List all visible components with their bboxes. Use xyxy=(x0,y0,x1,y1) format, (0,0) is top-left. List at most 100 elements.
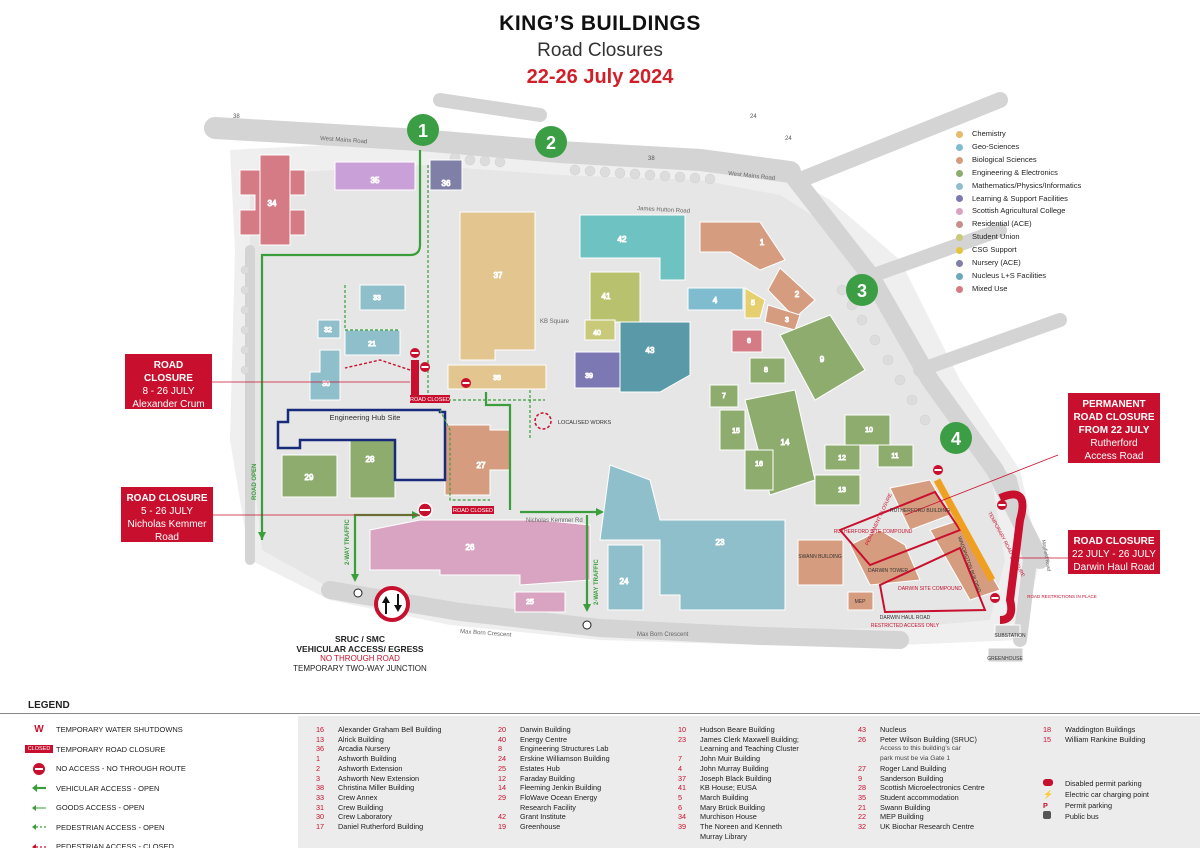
building-34[interactable]: 34 xyxy=(239,154,306,246)
svg-text:2-WAY TRAFFIC: 2-WAY TRAFFIC xyxy=(345,519,351,565)
building-name: Alrick Building xyxy=(338,734,384,744)
building-9[interactable]: 9 xyxy=(779,314,866,401)
svg-text:29: 29 xyxy=(305,473,314,482)
building-number: 6 xyxy=(678,802,683,812)
water-shutdown-icon: W xyxy=(34,724,44,736)
category-swatch-icon xyxy=(956,285,963,293)
building-29[interactable]: 29 xyxy=(281,454,338,498)
building-name: Ashworth Extension xyxy=(338,763,403,773)
building-26[interactable]: 26 xyxy=(369,519,591,586)
building-1[interactable]: 1 xyxy=(699,221,786,271)
building-number: 25 xyxy=(498,763,507,773)
building-40[interactable]: 40 xyxy=(584,319,616,341)
building-index-item: 13 Alrick Building xyxy=(316,735,441,745)
svg-text:GREENHOUSE: GREENHOUSE xyxy=(987,656,1023,662)
marker-2[interactable]: 2 xyxy=(535,126,567,158)
darwin-haul-closure[interactable] xyxy=(998,490,1027,624)
darwin-compound[interactable] xyxy=(878,546,987,614)
building-21[interactable]: 21 xyxy=(344,329,401,356)
svg-text:40: 40 xyxy=(593,330,601,337)
building-7[interactable]: 7 xyxy=(709,384,739,408)
building-number: 8 xyxy=(498,744,503,754)
building-35[interactable]: 35 xyxy=(334,161,416,191)
sruc-gate-icon[interactable] xyxy=(353,588,363,598)
building-28[interactable]: 28 xyxy=(349,439,396,499)
marker-4[interactable]: 4 xyxy=(940,422,972,454)
building-name: Hudson Beare Building xyxy=(700,725,775,734)
permit-parking-icon: P xyxy=(1043,801,1048,810)
campus-map[interactable]: 34 35 36 37 42 1 2 3 4 5 41 40 43 39 38 … xyxy=(0,0,1200,700)
building-name: March Building xyxy=(700,792,749,802)
building-39[interactable]: 39 xyxy=(574,351,621,389)
rutherford-compound[interactable] xyxy=(838,490,962,567)
building-15[interactable]: 15 xyxy=(719,409,746,451)
building-25[interactable]: 25 xyxy=(514,591,566,613)
building-8[interactable]: 8 xyxy=(749,357,786,384)
building-mep[interactable] xyxy=(847,591,874,611)
building-name: Murchison House xyxy=(700,812,757,822)
legend-key: PEDESTRIAN ACCESS - CLOSED xyxy=(22,837,292,848)
category-item: Mathematics/Physics/Informatics xyxy=(956,180,1081,193)
building-33[interactable]: 33 xyxy=(359,284,406,311)
svg-text:43: 43 xyxy=(646,346,655,355)
rutherford-access-closure[interactable] xyxy=(933,478,996,582)
building-23[interactable]: 23 xyxy=(599,464,786,611)
building-36[interactable]: 36 xyxy=(429,159,463,191)
building-13[interactable]: 13 xyxy=(814,474,861,506)
building-name: Sanderson Building xyxy=(880,773,944,783)
building-37[interactable]: 37 xyxy=(459,211,536,361)
building-substation[interactable] xyxy=(994,624,1021,638)
marker-3[interactable]: 3 xyxy=(846,274,878,306)
marker-1[interactable]: 1 xyxy=(407,114,439,146)
engineering-hub-outline[interactable] xyxy=(276,408,447,482)
building-5[interactable]: 5 xyxy=(744,287,766,319)
pedestrian-closed-arrow-icon xyxy=(22,841,56,848)
building-10[interactable]: 10 xyxy=(844,414,891,446)
building-16[interactable]: 16 xyxy=(744,449,774,491)
gate-icon[interactable] xyxy=(582,620,592,630)
svg-text:15: 15 xyxy=(732,428,740,435)
building-name: Fleeming Jenkin Building xyxy=(520,783,602,793)
building-12[interactable]: 12 xyxy=(824,444,861,471)
svg-text:36: 36 xyxy=(442,179,451,188)
localised-works-icon[interactable] xyxy=(534,412,552,430)
building-42[interactable]: 42 xyxy=(579,214,686,281)
svg-text:Mayfield Road: Mayfield Road xyxy=(1040,539,1051,572)
building-swann[interactable] xyxy=(797,539,844,586)
no-entry-icon xyxy=(997,500,1007,510)
vehicle-routes xyxy=(260,150,600,610)
building-number xyxy=(498,803,520,813)
page-subtitle: Road Closures xyxy=(537,40,663,61)
building-number: 21 xyxy=(858,802,867,812)
building-name: Nucleus xyxy=(880,725,907,734)
legend-key: NO ACCESS - NO THROUGH ROUTE xyxy=(22,759,292,779)
building-darwin[interactable] xyxy=(849,529,921,586)
building-greenhouse[interactable] xyxy=(987,647,1024,663)
building-name: John Muir Building xyxy=(700,754,761,764)
building-4[interactable]: 4 xyxy=(687,287,744,311)
building-6[interactable]: 6 xyxy=(731,329,763,353)
building-43[interactable]: 43 xyxy=(619,321,691,393)
building-name: Engineering Structures Lab xyxy=(520,744,609,754)
building-name: Faraday Building xyxy=(520,773,575,783)
svg-text:Max Born Crescent: Max Born Crescent xyxy=(460,629,512,639)
building-11[interactable]: 11 xyxy=(877,444,914,468)
building-name: Erskine Williamson Building xyxy=(520,754,610,764)
building-number: 13 xyxy=(316,734,325,744)
building-name: Estates Hub xyxy=(520,763,560,773)
acrb-closure-bar[interactable] xyxy=(411,360,419,398)
building-number: 40 xyxy=(498,734,507,744)
building-32[interactable]: 32 xyxy=(317,319,341,339)
building-24[interactable]: 24 xyxy=(607,544,644,611)
building-index-item: 25 Estates Hub xyxy=(498,764,610,774)
legend-key: PEDESTRIAN ACCESS - OPEN xyxy=(22,818,292,838)
svg-text:30: 30 xyxy=(322,381,330,388)
category-label: Student Union xyxy=(972,232,1020,242)
building-30[interactable]: 30 xyxy=(309,349,341,401)
building-41[interactable]: 41 xyxy=(589,271,641,323)
category-item: Nucleus L+S Facilities xyxy=(956,270,1081,283)
svg-text:KB Square: KB Square xyxy=(540,319,570,325)
